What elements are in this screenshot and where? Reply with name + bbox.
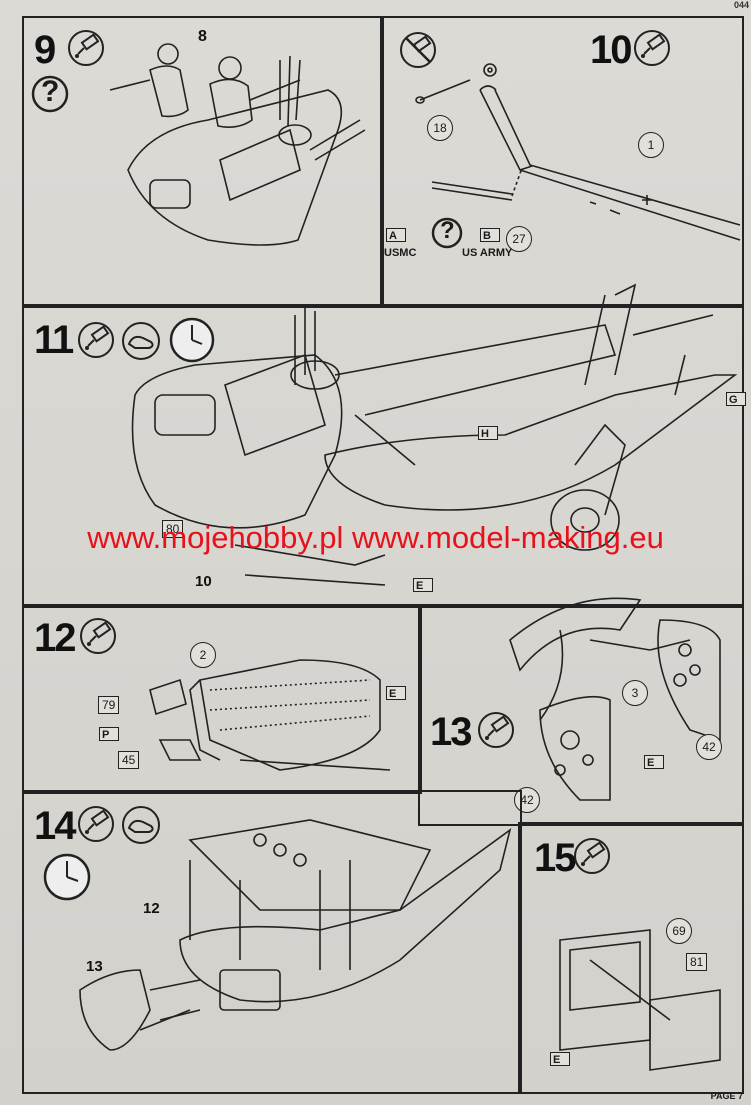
callout-2: 2 xyxy=(190,642,216,668)
step-9-panel xyxy=(22,16,384,308)
step-10-number: 10 xyxy=(590,28,632,72)
step-11-panel xyxy=(22,304,744,608)
paint-icon xyxy=(122,322,160,360)
step-14-panel xyxy=(22,790,522,1094)
question-mark: ? xyxy=(41,75,60,108)
nose-panels-illustration xyxy=(509,597,721,801)
callout-18: 18 xyxy=(427,115,453,141)
callout-8: 8 xyxy=(198,28,207,45)
callout-45: 45 xyxy=(118,751,140,769)
flag-g: G xyxy=(726,392,746,406)
callout-80: 80 xyxy=(162,520,184,538)
variant-a-flag: A xyxy=(386,228,406,242)
question-icon xyxy=(431,217,463,249)
glue-icon xyxy=(78,806,114,842)
callout-42: 42 xyxy=(696,734,722,760)
step-13-panel xyxy=(418,604,744,826)
step-9-number: 9 xyxy=(34,28,56,72)
paint-icon xyxy=(122,806,160,844)
step-15-number: 15 xyxy=(534,836,576,880)
glue-icon xyxy=(78,322,114,358)
glue-icon xyxy=(80,618,116,654)
step-12-number: 12 xyxy=(34,616,76,660)
question-icon xyxy=(31,75,69,113)
callout-27: 27 xyxy=(506,226,532,252)
flag-e: E xyxy=(644,755,664,769)
variant-question-mark: ? xyxy=(440,217,455,244)
clock-icon xyxy=(43,853,91,901)
step-14-number: 14 xyxy=(34,804,76,848)
helicopter-assembly-illustration xyxy=(131,283,738,586)
roof-assembly-illustration xyxy=(79,819,512,1051)
callout-81: 81 xyxy=(686,953,708,971)
callout-79: 79 xyxy=(98,696,120,714)
callout-12: 12 xyxy=(143,900,160,917)
glue-icon xyxy=(68,30,104,66)
cockpit-figures-illustration xyxy=(109,43,366,246)
step-11-number: 11 xyxy=(34,318,74,362)
callout-3: 3 xyxy=(622,680,648,706)
glue-icon xyxy=(478,712,514,748)
clock-icon xyxy=(169,317,215,363)
callout-13: 13 xyxy=(86,958,103,975)
step-10-panel xyxy=(380,16,744,308)
flag-e: E xyxy=(550,1052,570,1066)
callout-10: 10 xyxy=(195,573,212,590)
step-13-number: 13 xyxy=(430,710,472,754)
flag-p: P xyxy=(99,727,119,741)
flag-h: H xyxy=(478,426,498,440)
door-window-illustration xyxy=(559,929,721,1071)
step-12-panel xyxy=(22,604,422,794)
callout-1: 1 xyxy=(638,132,664,158)
flag-e: E xyxy=(386,686,406,700)
glue-icon xyxy=(574,838,610,874)
variant-b-flag: B xyxy=(480,228,500,242)
tail-boom-illustration xyxy=(415,63,741,241)
callout-69: 69 xyxy=(666,918,692,944)
step-15-panel xyxy=(518,822,744,1094)
glue-icon xyxy=(634,30,670,66)
no-glue-icon xyxy=(400,32,436,68)
flag-e: E xyxy=(413,578,433,592)
watermark: www.mojehobby.pl www.model-making.eu xyxy=(87,520,664,555)
page-label: PAGE 7 xyxy=(710,1091,743,1101)
page-code: 044 xyxy=(733,0,749,10)
variant-a-label: USMC xyxy=(384,247,417,259)
variant-b-label: US ARMY xyxy=(462,247,513,259)
windshield-illustration xyxy=(149,659,391,771)
